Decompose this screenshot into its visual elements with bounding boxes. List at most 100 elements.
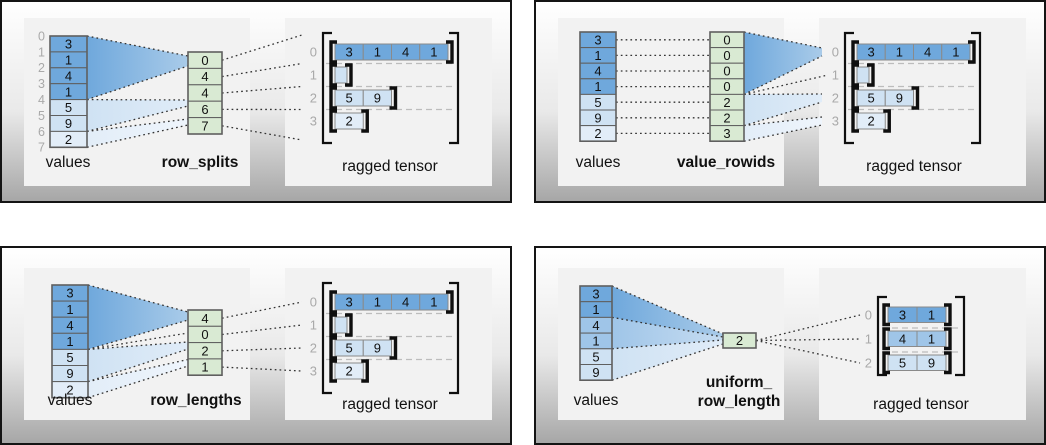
param-cell-text: 6	[201, 102, 208, 117]
param-cell-text: 4	[201, 86, 208, 101]
tensor-row-index: 0	[310, 45, 317, 60]
dotted-connector-line	[611, 339, 724, 350]
tensor-row-index: 2	[865, 355, 872, 370]
param-column	[187, 309, 223, 376]
tensor-row-left-bracket	[882, 351, 890, 375]
param-cell-text: 0	[723, 48, 730, 63]
tensor-outer-right-bracket	[449, 31, 460, 145]
param-cell-text: 2	[736, 333, 743, 348]
tensor-row-right-bracket	[968, 40, 976, 64]
mapping-fan-shape	[88, 342, 188, 382]
tensor-row-index: 0	[310, 295, 317, 310]
tensor-cell	[334, 112, 364, 130]
values-cell-text: 1	[66, 334, 73, 349]
mapping-fan-shape	[88, 359, 188, 398]
tensor-empty-cell	[334, 66, 348, 84]
dotted-connector-line	[743, 124, 823, 142]
values-cell-text: 4	[65, 68, 72, 83]
tensor-outer-right-bracket	[971, 31, 982, 145]
values-cell-text: 2	[594, 126, 601, 141]
values-cell-text: 1	[594, 48, 601, 63]
mapping-fan-shape	[87, 36, 188, 100]
tensor-cell-text: 9	[374, 341, 381, 356]
tensor-row-right-bracket	[345, 313, 353, 337]
tensor-cell-text: 1	[374, 295, 381, 310]
tensor-cell-text: 1	[896, 45, 903, 60]
tensor-row-right-bracket	[944, 327, 952, 351]
tensor-cell-text: 3	[346, 295, 353, 310]
dotted-connector-line	[86, 65, 189, 101]
tensor-cell	[334, 362, 364, 380]
tensor-row-left-bracket	[329, 86, 337, 110]
method-label: row_lengths	[150, 392, 241, 409]
tensor-outer-right-bracket	[449, 281, 460, 395]
tensor-row-left-bracket	[329, 313, 337, 337]
tensor-cell	[419, 293, 449, 311]
value-boundary-index: 2	[38, 61, 45, 75]
tensor-row-left-bracket	[851, 40, 859, 64]
values-label: values	[46, 154, 91, 171]
dotted-connector-line	[611, 285, 724, 335]
tensor-cell-text: 3	[899, 307, 906, 322]
dotted-connector-line	[221, 62, 303, 78]
ragged-tensor-label: ragged tensor	[866, 158, 962, 175]
tensor-outer-left-bracket	[876, 295, 887, 377]
dotted-connector-line	[87, 348, 189, 383]
param-column	[709, 31, 745, 142]
tensor-cell-text: 1	[928, 307, 935, 322]
method-label: row_length	[698, 393, 781, 410]
values-column	[49, 35, 88, 149]
tensor-cell-text: 5	[868, 91, 875, 106]
tensor-cell	[884, 89, 914, 107]
value-boundary-index: 4	[38, 93, 45, 107]
tensor-cell-text: 1	[374, 45, 381, 60]
tensor-row-left-bracket	[329, 359, 337, 383]
tensor-cell-text: 4	[402, 295, 409, 310]
param-cell-text: 0	[723, 79, 730, 94]
values-label: values	[574, 392, 619, 409]
tensor-cell-text: 4	[899, 331, 906, 346]
value-boundary-index: 3	[38, 77, 45, 91]
dotted-connector-line	[743, 101, 823, 127]
tensor-row-index: 3	[832, 114, 839, 129]
dotted-connector-line	[221, 301, 303, 319]
mapping-fan-shape	[744, 32, 822, 95]
param-cell-text: 4	[201, 69, 208, 84]
param-cell-text: 2	[723, 95, 730, 110]
dotted-connector-line	[86, 105, 189, 133]
tensor-row-index: 1	[865, 331, 872, 346]
tensor-cell-text: 9	[896, 91, 903, 106]
dotted-connector-line	[755, 314, 861, 342]
tensor-row-left-bracket	[329, 109, 337, 133]
tensor-cell-text: 1	[430, 45, 437, 60]
tensor-cell-text: 9	[928, 355, 935, 370]
tensor-row-left-bracket	[882, 327, 890, 351]
tensor-cell-text: 4	[924, 45, 931, 60]
tensor-row-index: 1	[832, 68, 839, 83]
tensor-row-index: 3	[310, 114, 317, 129]
tensor-row-right-bracket	[345, 63, 353, 87]
values-cell-text: 5	[66, 350, 73, 365]
values-cell-text: 5	[594, 95, 601, 110]
values-cell-text: 4	[592, 318, 599, 333]
values-cell-text: 9	[592, 365, 599, 380]
mapping-fan-shape	[612, 317, 723, 349]
tensor-outer-left-bracket	[843, 31, 854, 145]
tensor-cell-text: 3	[346, 45, 353, 60]
dotted-connector-line	[755, 339, 861, 364]
param-cell-text: 0	[723, 32, 730, 47]
tensor-row-right-bracket	[883, 109, 891, 133]
tensor-outer-right-bracket	[955, 295, 966, 377]
tensor-row-index: 0	[865, 307, 872, 322]
tensor-cell	[916, 306, 947, 323]
dotted-connector-line	[611, 343, 724, 381]
tensor-outer-left-bracket	[321, 281, 332, 395]
tensor-row-right-bracket	[446, 40, 454, 64]
tensor-cell-text: 5	[346, 91, 353, 106]
tensor-row-left-bracket	[329, 290, 337, 314]
ragged-tensor-label: ragged tensor	[342, 158, 438, 175]
